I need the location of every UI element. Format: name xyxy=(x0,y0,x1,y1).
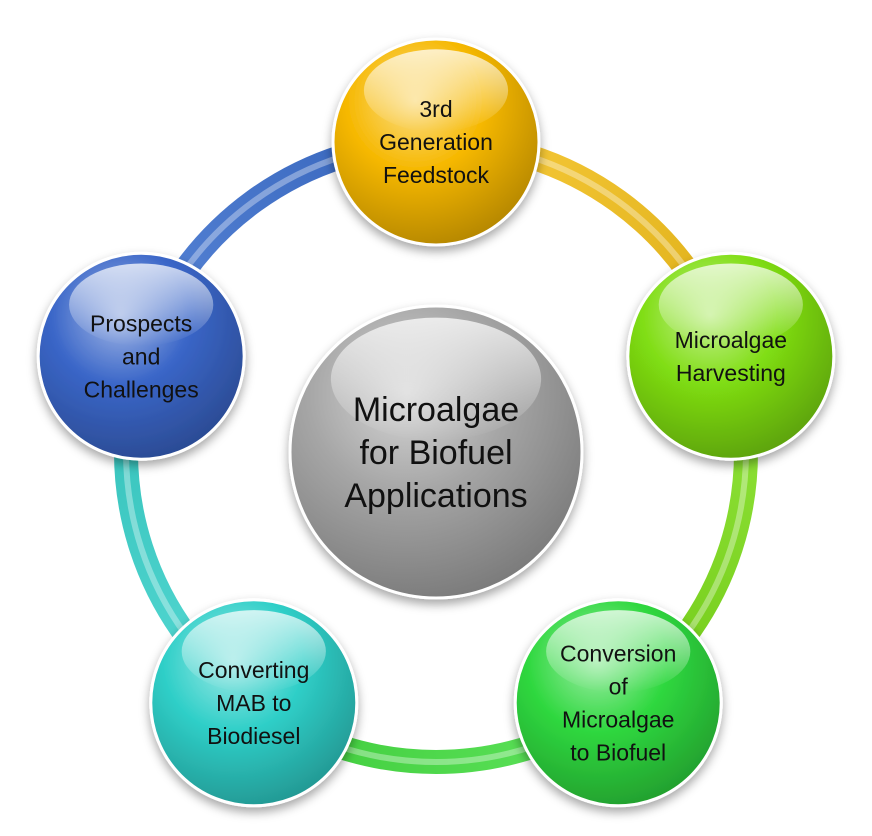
label-line: Applications xyxy=(344,477,527,515)
node-gloss xyxy=(546,610,691,693)
label-line: Microalgae xyxy=(675,327,788,353)
label-line: and xyxy=(122,343,160,369)
label-line: Prospects xyxy=(90,310,192,336)
label-line: Generation xyxy=(379,129,493,155)
label-line: 3rd xyxy=(419,96,452,122)
label-line: Challenges xyxy=(84,376,199,402)
label-line: Microalgae xyxy=(562,706,675,732)
label-line: of xyxy=(609,673,629,699)
node-gloss xyxy=(658,263,803,346)
node-gloss xyxy=(69,263,214,346)
node-gloss xyxy=(363,49,509,132)
label-line: MAB to xyxy=(216,690,291,716)
label-line: Biodiesel xyxy=(207,723,300,749)
label-line: for Biofuel xyxy=(359,434,512,472)
label-line: Feedstock xyxy=(383,162,490,188)
label-line: Converting xyxy=(198,657,309,683)
node-gloss xyxy=(181,610,326,693)
label-line: Conversion xyxy=(560,640,676,666)
label-line: to Biofuel xyxy=(570,739,666,765)
label-line: Microalgae xyxy=(353,391,519,429)
label-line: Harvesting xyxy=(676,360,786,386)
center-gloss xyxy=(330,317,542,441)
